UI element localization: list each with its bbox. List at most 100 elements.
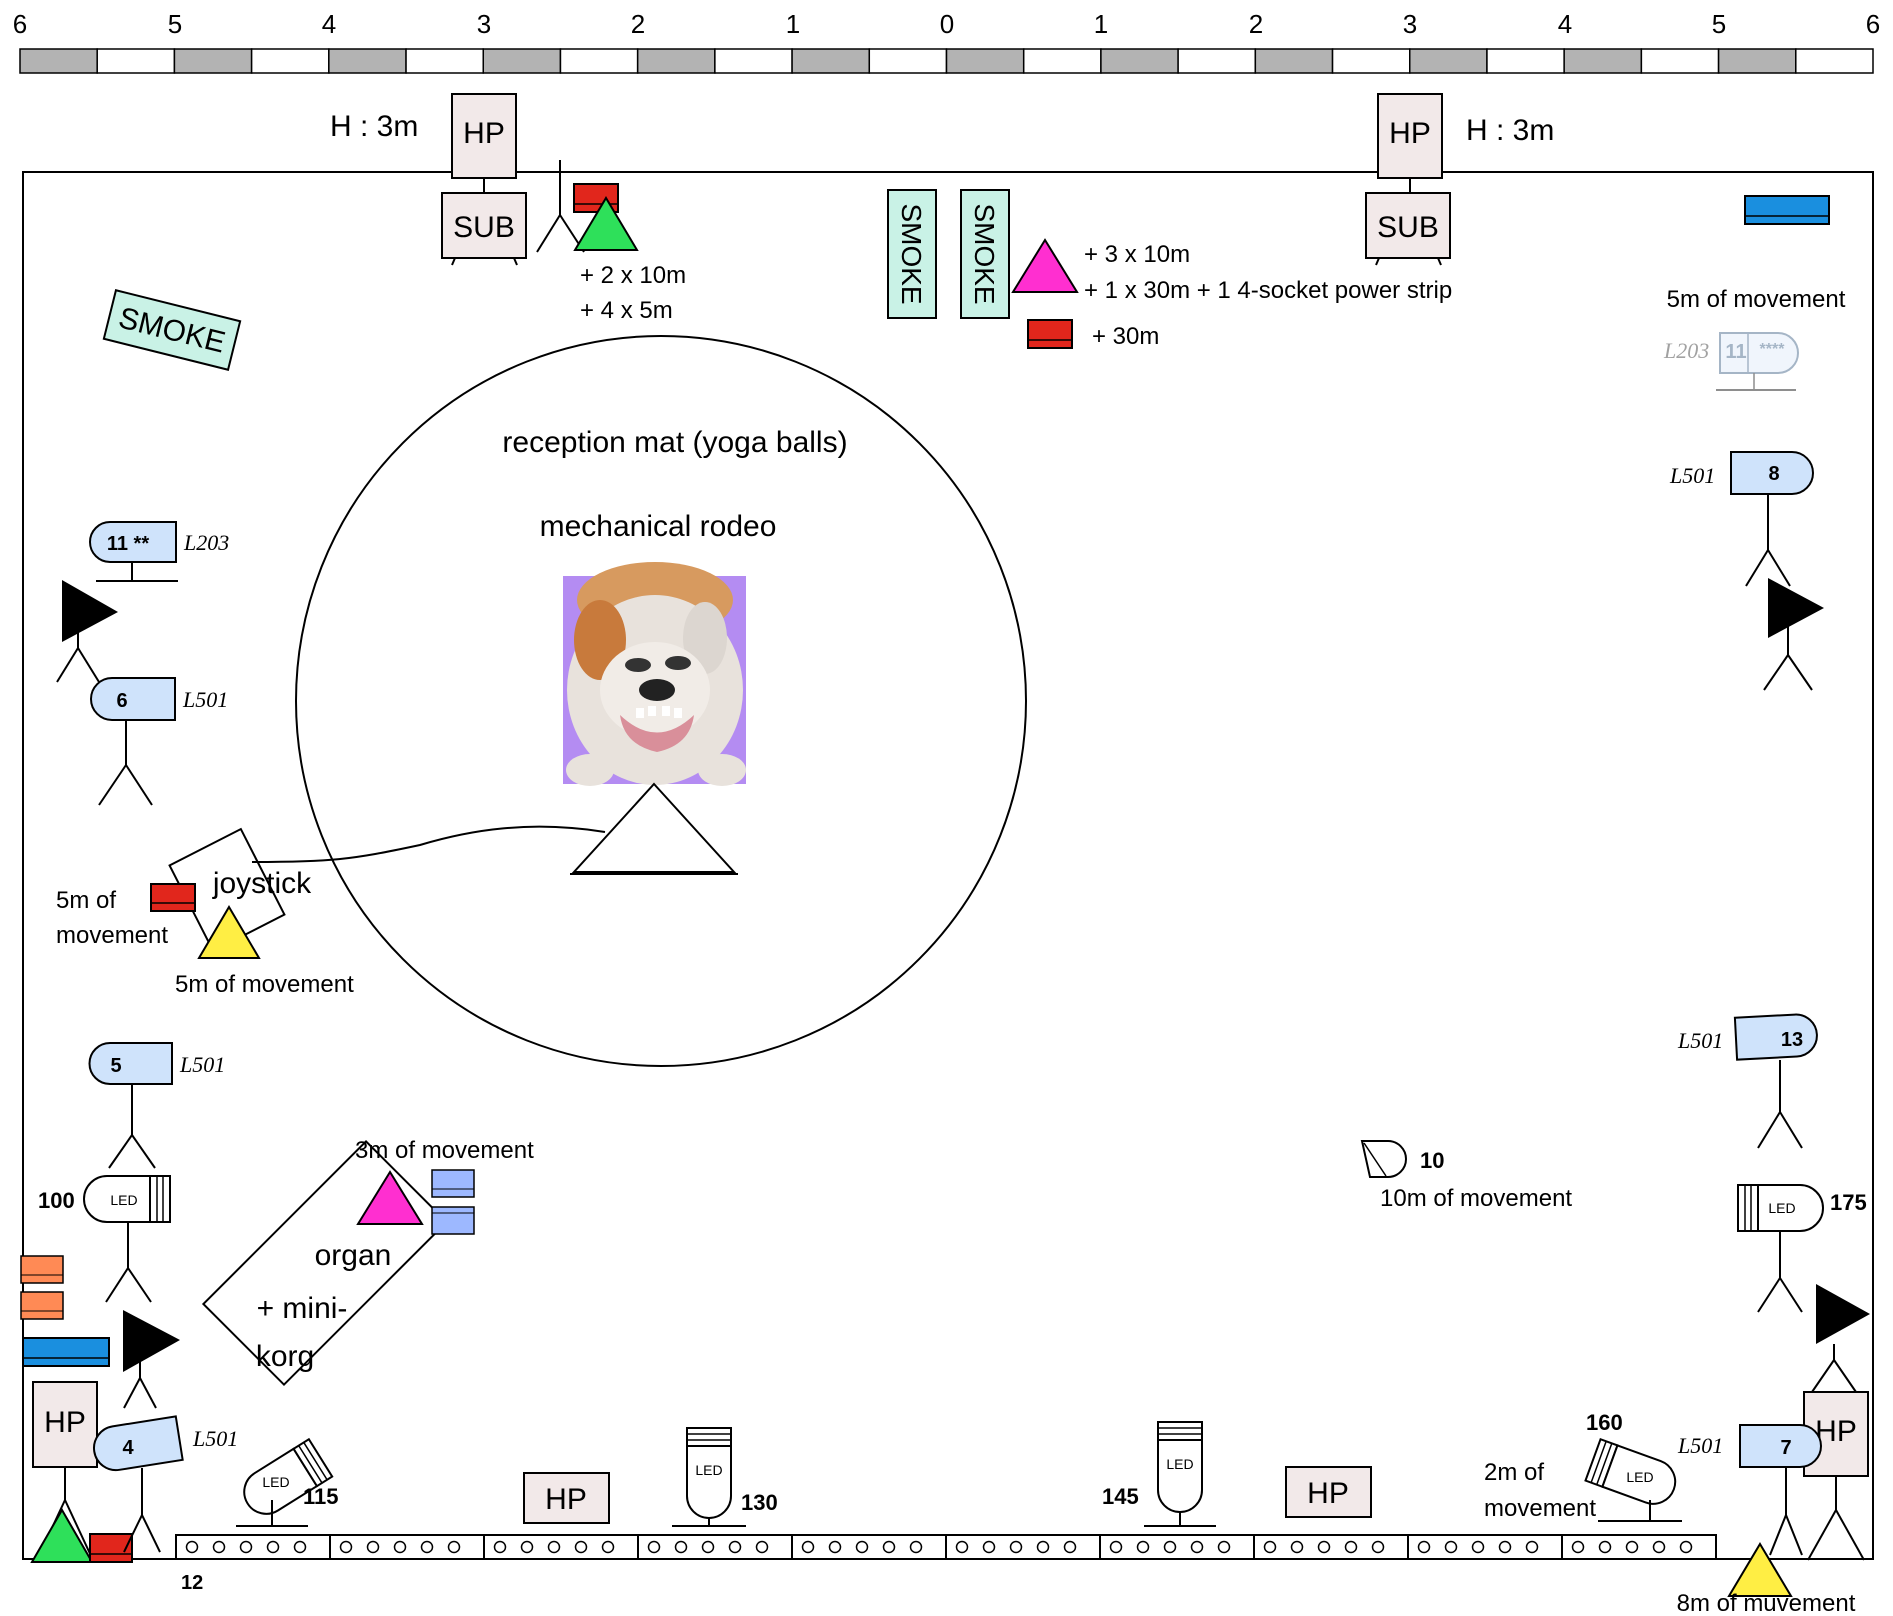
orange-power-block-2 xyxy=(20,1291,64,1320)
svg-text:L203: L203 xyxy=(1663,338,1709,363)
magenta-power-triangle-top xyxy=(1011,238,1079,293)
truss-hole xyxy=(1598,1540,1612,1554)
truss-hole xyxy=(293,1540,307,1554)
scale-segment xyxy=(96,48,176,74)
movement-label-top-right: 5m of movement xyxy=(1667,286,1846,313)
scale-segment xyxy=(791,48,871,74)
scale-segment xyxy=(1022,48,1102,74)
fixture-4: 4 L501 xyxy=(93,1415,238,1553)
scale-tick-0: 6 xyxy=(13,9,27,39)
svg-text:7: 7 xyxy=(1780,1437,1791,1459)
truss-hole xyxy=(266,1540,280,1554)
front-truss xyxy=(175,1534,1717,1560)
scale-segment xyxy=(1254,48,1334,74)
scale-tick-6: 0 xyxy=(940,9,954,39)
svg-text:4: 4 xyxy=(122,1437,134,1459)
led160-movement-line2: movement xyxy=(1484,1495,1596,1522)
truss-hole xyxy=(855,1540,869,1554)
svg-text:L501: L501 xyxy=(1677,1433,1723,1458)
truss-hole xyxy=(239,1540,253,1554)
red-power-block-joystick xyxy=(150,883,196,912)
truss-hole xyxy=(1625,1540,1639,1554)
hp-stand-bottom-right xyxy=(1807,1476,1865,1561)
truss-hole xyxy=(1344,1540,1358,1554)
light-blue-block-2 xyxy=(431,1206,475,1235)
orange-power-block-1 xyxy=(20,1255,64,1284)
scale-tick-3: 3 xyxy=(477,9,491,39)
blue-bar-top-right xyxy=(1744,195,1830,225)
truss-hole xyxy=(647,1540,661,1554)
scale-tick-9: 3 xyxy=(1403,9,1417,39)
truss-hole xyxy=(1263,1540,1277,1554)
truss-hole xyxy=(339,1540,353,1554)
truss-hole xyxy=(185,1540,199,1554)
truss-hole xyxy=(1444,1540,1458,1554)
truss-hole xyxy=(955,1540,969,1554)
fixture-13: L501 13 xyxy=(1677,1013,1818,1149)
truss-hole xyxy=(1009,1540,1023,1554)
truss-hole xyxy=(212,1540,226,1554)
scale-tick-11: 5 xyxy=(1712,9,1726,39)
truss-hole xyxy=(1571,1540,1585,1554)
scale-segment xyxy=(945,48,1025,74)
blue-bar-left xyxy=(22,1337,110,1367)
led-fixture-160: 160 LED xyxy=(1584,1410,1682,1522)
black-flag-right-lower xyxy=(1816,1284,1870,1344)
cables-left-line2: + 4 x 5m xyxy=(580,297,673,324)
truss-hole xyxy=(366,1540,380,1554)
height-label-right: H : 3m xyxy=(1466,114,1554,147)
fixture-8: L501 8 xyxy=(1669,451,1814,587)
svg-text:11: 11 xyxy=(1725,341,1746,363)
yellow-power-triangle-bottom-right xyxy=(1727,1542,1793,1597)
truss-hole xyxy=(1163,1540,1177,1554)
fixture-11-left: 11 ** L203 xyxy=(89,521,229,582)
height-label-left: H : 3m xyxy=(330,110,418,143)
svg-text:L203: L203 xyxy=(183,530,229,555)
scale-tick-5: 1 xyxy=(786,9,800,39)
led-fixture-130: LED 130 xyxy=(672,1427,778,1527)
joystick-cable xyxy=(251,825,606,863)
subwoofer-label: SUB xyxy=(1377,211,1439,244)
scale-tick-12: 6 xyxy=(1866,9,1880,39)
speaker-hp-label: HP xyxy=(44,1406,86,1439)
scale-segment xyxy=(1486,48,1565,74)
truss-hole xyxy=(493,1540,507,1554)
truss-hole xyxy=(728,1540,742,1554)
svg-text:130: 130 xyxy=(741,1490,778,1515)
organ-label-line2: + mini- xyxy=(257,1292,348,1325)
truss-hole xyxy=(1190,1540,1204,1554)
truss-hole xyxy=(520,1540,534,1554)
truss-hole xyxy=(882,1540,896,1554)
scale-segment xyxy=(1409,48,1488,74)
fixture10-movement-label: 10m of movement xyxy=(1380,1185,1572,1212)
scale-tick-8: 2 xyxy=(1249,9,1263,39)
scale-segment xyxy=(1640,48,1720,74)
speaker-hp-top-right xyxy=(1377,93,1443,179)
led160-movement-line1: 2m of xyxy=(1484,1459,1544,1486)
led-fixture-175: LED 175 xyxy=(1737,1184,1867,1313)
truss-hole xyxy=(909,1540,923,1554)
scale-segment xyxy=(636,48,716,74)
svg-text:5: 5 xyxy=(110,1055,121,1077)
svg-text:LED: LED xyxy=(695,1462,722,1478)
green-power-triangle-bottom xyxy=(30,1507,94,1563)
truss-hole xyxy=(1498,1540,1512,1554)
scale-segment xyxy=(173,48,253,74)
scale-tick-10: 4 xyxy=(1558,9,1572,39)
scale-segment xyxy=(1177,48,1257,74)
truss-hole xyxy=(420,1540,434,1554)
fixture-10: 10 xyxy=(1360,1140,1444,1178)
subwoofer-label: SUB xyxy=(453,211,515,244)
truss-hole xyxy=(393,1540,407,1554)
truss-hole xyxy=(574,1540,588,1554)
scale-tick-1: 5 xyxy=(168,9,182,39)
bulldog-rodeo-image xyxy=(563,562,746,786)
scale-tick-7: 1 xyxy=(1094,9,1108,39)
yellow-power-triangle-joystick xyxy=(197,905,261,959)
truss-hole xyxy=(547,1540,561,1554)
truss-hole xyxy=(701,1540,715,1554)
svg-text:LED: LED xyxy=(1768,1200,1795,1216)
speaker-hp-label: HP xyxy=(1815,1415,1857,1448)
svg-text:145: 145 xyxy=(1102,1484,1139,1509)
